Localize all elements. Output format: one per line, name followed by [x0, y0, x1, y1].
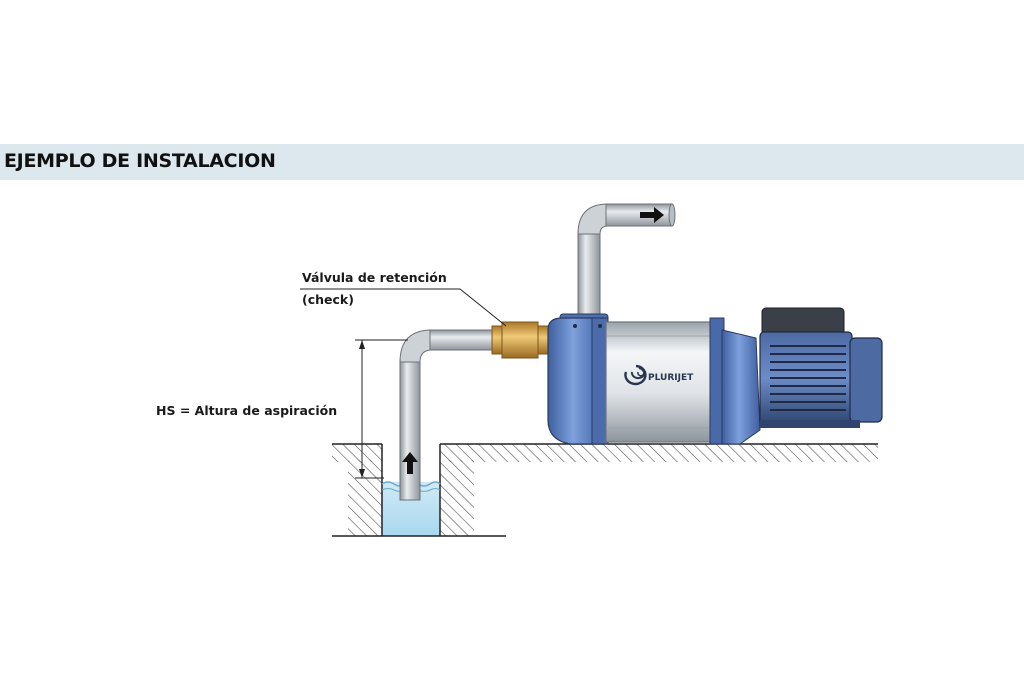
valve-leader-line — [300, 288, 507, 327]
suction-height-label: HS = Altura de aspiración — [156, 403, 338, 418]
fan-cover — [849, 337, 883, 423]
valve-label-sub: (check) — [302, 292, 354, 307]
section-title: EJEMPLO DE INSTALACION — [4, 150, 276, 172]
plurijet-logo-icon — [624, 364, 647, 386]
pump-head — [547, 313, 609, 445]
pump-body: PLURIJET — [605, 321, 715, 443]
motor — [759, 307, 883, 428]
flow-arrow-up-icon — [402, 452, 418, 474]
brand-name: PLURIJET — [648, 373, 694, 383]
ground — [332, 443, 878, 462]
check-valve — [491, 321, 549, 359]
height-dimension — [355, 339, 408, 479]
section-header-bar: EJEMPLO DE INSTALACION — [0, 144, 1024, 180]
valve-label: Válvula de retención — [302, 270, 447, 285]
flow-arrow-out-icon — [640, 207, 664, 223]
discharge-pipe — [577, 203, 676, 319]
motor-bracket — [709, 317, 761, 445]
suction-pipe — [399, 329, 497, 501]
well — [332, 444, 506, 537]
